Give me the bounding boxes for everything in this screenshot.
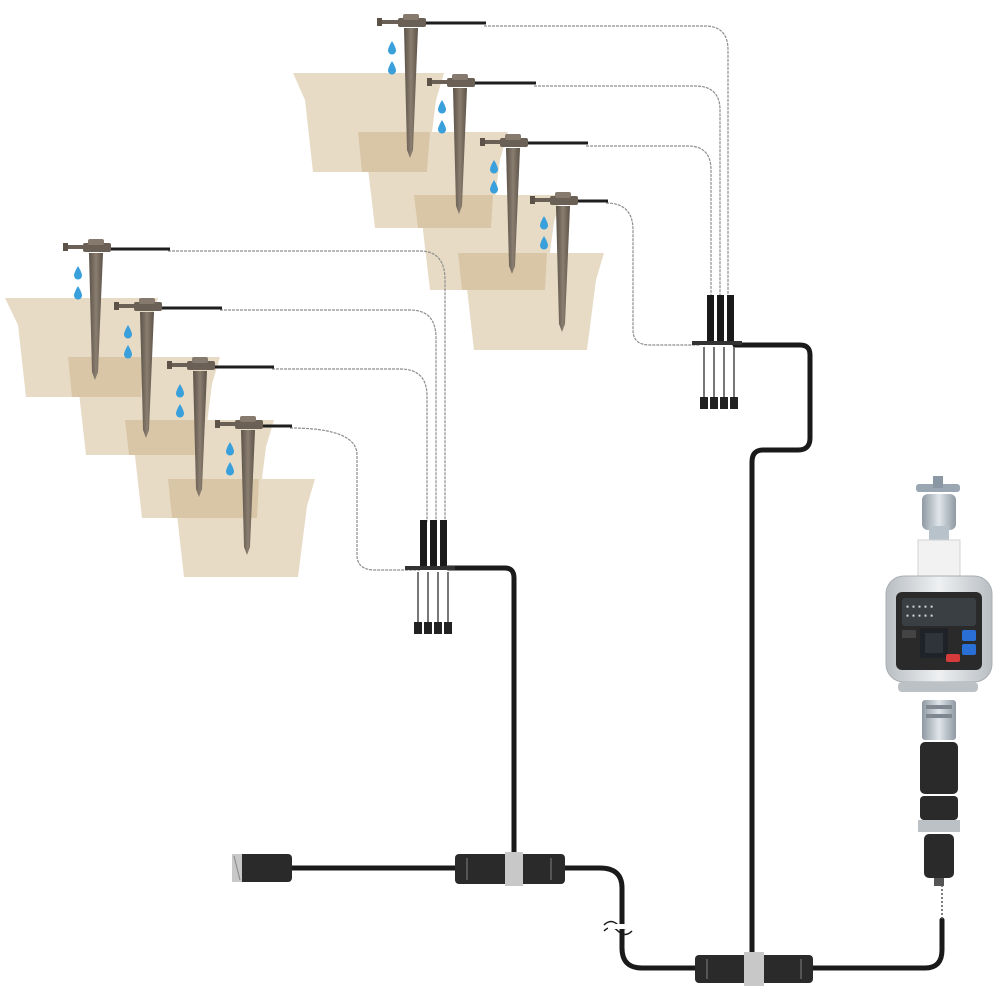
micro-tube xyxy=(586,145,712,300)
pot-overlap xyxy=(358,132,430,172)
drip-stake-icon xyxy=(167,357,274,497)
micro-tube xyxy=(605,202,700,346)
micro-tube xyxy=(484,25,729,300)
pot-overlap xyxy=(414,195,493,228)
hose-left-riser xyxy=(445,565,517,863)
drip-stake-icon xyxy=(215,416,292,555)
micro-tube xyxy=(534,85,721,300)
faucet-icon xyxy=(916,476,960,542)
pot-overlap xyxy=(125,420,205,455)
manifold-left xyxy=(405,520,455,634)
svg-text:▪ ▪ ▪ ▪ ▪: ▪ ▪ ▪ ▪ ▪ xyxy=(906,604,933,610)
tee-connector-bottom xyxy=(695,952,813,986)
micro-tube xyxy=(272,368,428,522)
drip-stakes-left xyxy=(63,239,292,555)
micro-tubes-right xyxy=(484,25,729,346)
water-drop-icon xyxy=(438,100,446,114)
drip-stake-icon xyxy=(480,134,588,274)
drip-stake-icon xyxy=(530,192,608,332)
water-drop-icon xyxy=(388,41,396,55)
water-drop-icon xyxy=(438,120,446,134)
water-drop-icon xyxy=(74,286,82,300)
hose-break-gap xyxy=(608,924,634,929)
micro-tube xyxy=(289,427,420,571)
manifold-right xyxy=(692,295,742,409)
pot-overlap xyxy=(68,357,144,397)
micro-tubes-left xyxy=(168,250,446,571)
pot-group-right xyxy=(293,73,604,350)
pot-group-left xyxy=(5,298,315,577)
water-drops xyxy=(74,266,82,300)
tee-connector-left xyxy=(455,852,565,886)
water-timer-icon: ▪ ▪ ▪ ▪ ▪ ▪ ▪ ▪ ▪ ▪ xyxy=(885,539,993,692)
hose-bottom-left xyxy=(287,865,703,971)
drip-stake-icon xyxy=(114,298,222,438)
hose-bottom-right xyxy=(807,917,945,971)
drip-stake-icon xyxy=(427,74,536,214)
drip-stakes-right xyxy=(377,14,608,332)
svg-text:▪ ▪ ▪ ▪ ▪: ▪ ▪ ▪ ▪ ▪ xyxy=(906,613,933,619)
end-cap-connector xyxy=(232,854,292,882)
pot-overlap xyxy=(168,479,259,518)
micro-tube xyxy=(220,309,437,522)
micro-tube xyxy=(168,250,446,522)
pot-overlap xyxy=(458,253,547,290)
water-drop-icon xyxy=(74,266,82,280)
drip-stake-icon xyxy=(63,239,170,380)
water-drops xyxy=(388,41,396,75)
drip-stake-icon xyxy=(377,14,486,158)
main-hose xyxy=(287,342,945,971)
timer-outlet-connector xyxy=(918,700,960,886)
hose-right-riser xyxy=(732,342,813,968)
water-drop-icon xyxy=(388,61,396,75)
water-drops xyxy=(438,100,446,134)
